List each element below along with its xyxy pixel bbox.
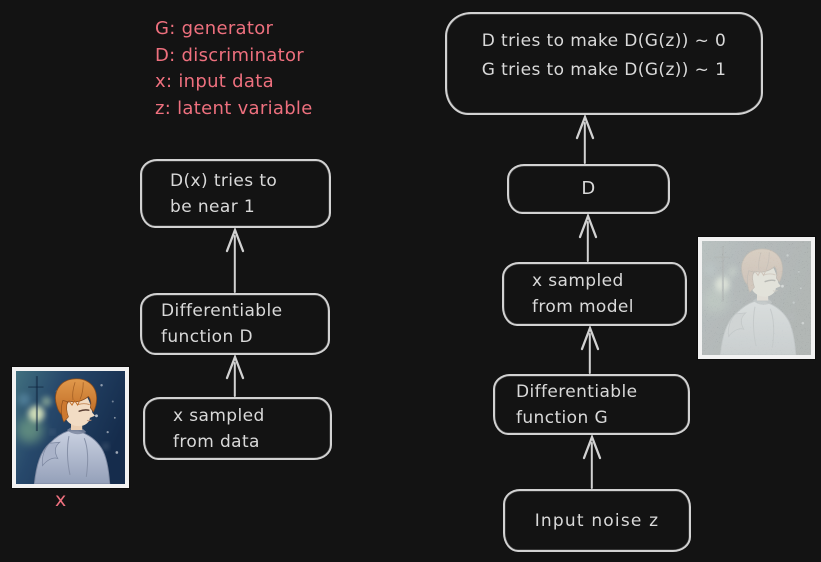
node-gan-objective[interactable]: D tries to make D(G(z)) ~ 0 G tries to m…	[445, 12, 763, 115]
node-text: D(x) tries to	[170, 170, 278, 191]
arrow-up-icon[interactable]	[573, 214, 603, 262]
arrow-head	[580, 326, 600, 351]
node-discriminator-d[interactable]: D	[507, 164, 670, 214]
node-text: function G	[516, 407, 609, 428]
node-text: function D	[161, 327, 253, 347]
node-x-sampled-from-data[interactable]: x sampled from data	[143, 397, 332, 460]
arrow-shaft	[590, 442, 594, 489]
arrow-shaft	[586, 221, 590, 262]
arrow-shaft	[233, 362, 237, 397]
arrow-up-icon[interactable]	[220, 228, 250, 293]
generated-sample-photo[interactable]	[698, 237, 815, 359]
arrow-shaft	[583, 122, 587, 164]
legend-text[interactable]: G: generator D: discriminator x: input d…	[155, 16, 313, 122]
legend-line-discriminator: D: discriminator	[155, 44, 304, 66]
node-input-noise-z[interactable]: Input noise z	[503, 489, 691, 552]
arrow-up-icon[interactable]	[577, 435, 607, 489]
arrow-shaft	[233, 235, 237, 293]
node-text: x sampled	[532, 271, 624, 291]
node-text: G tries to make D(G(z)) ~ 1	[481, 60, 727, 80]
arrow-head	[578, 214, 598, 239]
node-dx-tries-near-1[interactable]: D(x) tries to be near 1	[140, 159, 331, 228]
node-text: Input noise z	[534, 510, 660, 531]
node-text: D tries to make D(G(z)) ~ 0	[481, 31, 727, 51]
arrow-up-icon[interactable]	[220, 355, 250, 397]
node-text: be near 1	[170, 196, 256, 217]
generated-sample-image	[702, 241, 811, 355]
real-sample-photo[interactable]	[12, 367, 129, 488]
arrow-up-icon[interactable]	[575, 326, 605, 374]
arrow-head	[582, 435, 602, 460]
real-sample-image	[16, 371, 125, 484]
legend-line-generator: G: generator	[155, 18, 274, 39]
node-differentiable-function-d[interactable]: Differentiable function D	[140, 293, 330, 355]
node-text: Differentiable	[516, 381, 638, 402]
arrow-shaft	[588, 333, 592, 374]
arrow-head	[225, 228, 245, 253]
legend-line-latent-variable: z: latent variable	[155, 97, 313, 119]
node-text: Differentiable	[161, 301, 283, 321]
node-text: from model	[532, 297, 634, 317]
arrow-up-icon[interactable]	[570, 115, 600, 164]
node-differentiable-function-g[interactable]: Differentiable function G	[493, 374, 690, 435]
arrow-head	[225, 355, 245, 380]
legend-line-input-data: x: input data	[155, 71, 274, 92]
node-text: from data	[173, 431, 260, 452]
node-text: D	[581, 178, 596, 199]
real-sample-x-label[interactable]: x	[55, 489, 67, 511]
node-text: x sampled	[173, 405, 265, 426]
arrow-head	[575, 115, 595, 140]
node-x-sampled-from-model[interactable]: x sampled from model	[502, 262, 687, 326]
